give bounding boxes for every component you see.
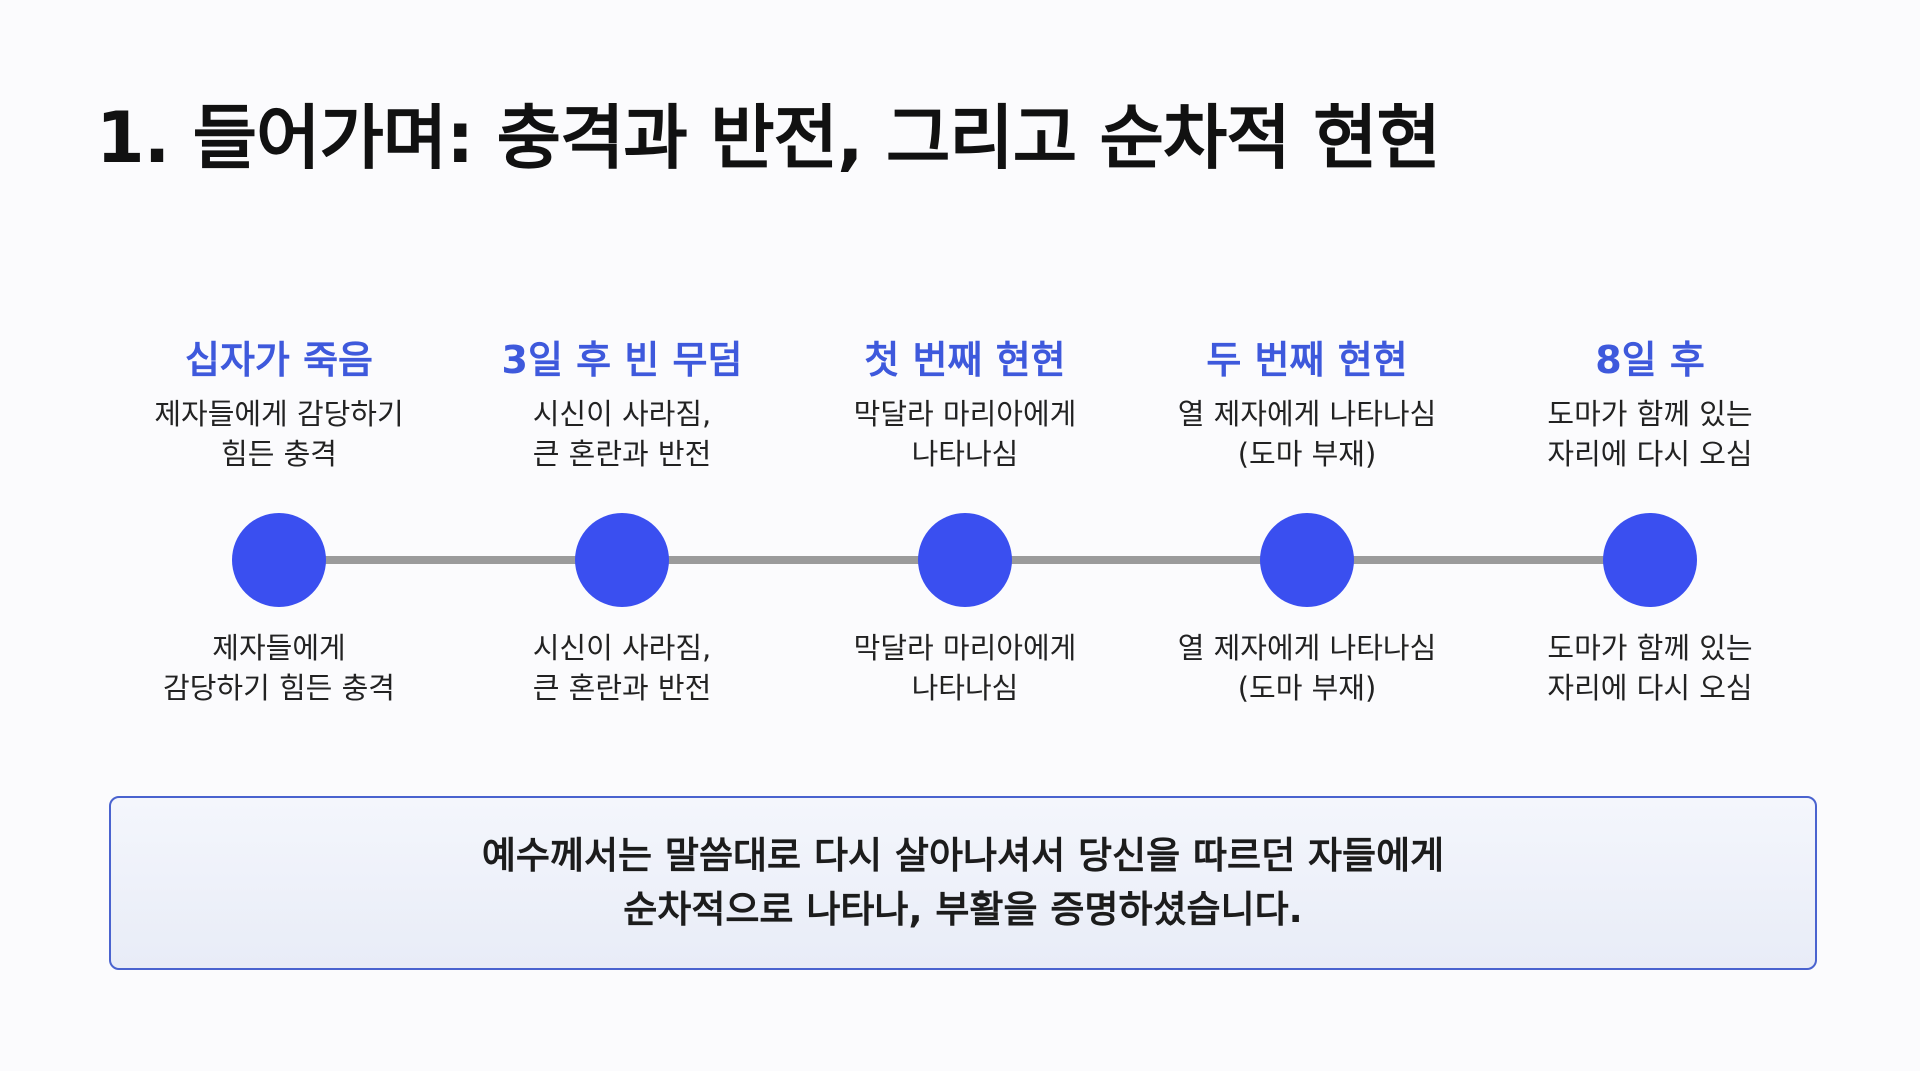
milestone-5: 8일 후 도마가 함께 있는 자리에 다시 오심 xyxy=(1480,338,1820,474)
milestone-title: 두 번째 현현 xyxy=(1206,338,1408,382)
milestone-title: 8일 후 xyxy=(1595,338,1705,382)
milestone-bottom-desc-line: 시신이 사라짐, xyxy=(532,631,712,665)
summary-line: 예수께서는 말씀대로 다시 살아나셔서 당신을 따르던 자들에게 xyxy=(481,834,1445,877)
milestone-title: 3일 후 빈 무덤 xyxy=(501,338,743,382)
milestone-top-desc-line: 자리에 다시 오심 xyxy=(1547,436,1753,471)
milestone-top-desc-line: 열 제자에게 나타나심 xyxy=(1177,396,1437,431)
milestone-top-desc-line: 시신이 사라짐, xyxy=(532,396,712,431)
milestone-top-desc-line: 힘든 충격 xyxy=(221,436,337,471)
milestone-bottom-desc-line: 감당하기 힘든 충격 xyxy=(163,671,395,705)
summary-box: 예수께서는 말씀대로 다시 살아나셔서 당신을 따르던 자들에게 순차적으로 나… xyxy=(109,796,1817,970)
milestone-top-desc-line: (도마 부재) xyxy=(1237,436,1377,471)
milestone-bottom-desc-1: 제자들에게 감당하기 힘든 충격 xyxy=(109,628,449,708)
milestone-bottom-desc-4: 열 제자에게 나타나심 (도마 부재) xyxy=(1137,628,1477,708)
milestone-top-desc-line: 제자들에게 감당하기 xyxy=(154,396,404,431)
milestone-dot-5 xyxy=(1603,513,1697,607)
milestone-title: 십자가 죽음 xyxy=(184,338,374,382)
milestone-bottom-desc-line: 자리에 다시 오심 xyxy=(1547,671,1753,705)
milestone-bottom-desc-5: 도마가 함께 있는 자리에 다시 오심 xyxy=(1480,628,1820,708)
milestone-top-desc-line: 나타나심 xyxy=(911,436,1019,471)
milestone-bottom-desc-line: 막달라 마리아에게 xyxy=(853,631,1077,665)
milestone-top-desc-line: 막달라 마리아에게 xyxy=(853,396,1077,431)
milestone-dot-4 xyxy=(1260,513,1354,607)
milestone-4: 두 번째 현현 열 제자에게 나타나심 (도마 부재) xyxy=(1137,338,1477,474)
milestone-bottom-desc-line: 큰 혼란과 반전 xyxy=(532,671,712,705)
milestone-dot-3 xyxy=(918,513,1012,607)
timeline: 십자가 죽음 제자들에게 감당하기 힘든 충격 제자들에게 감당하기 힘든 충격… xyxy=(109,338,1820,708)
milestone-dot-2 xyxy=(575,513,669,607)
milestone-2: 3일 후 빈 무덤 시신이 사라짐, 큰 혼란과 반전 xyxy=(452,338,792,474)
milestone-bottom-desc-line: 제자들에게 xyxy=(212,631,346,665)
milestone-1: 십자가 죽음 제자들에게 감당하기 힘든 충격 xyxy=(109,338,449,474)
slide-title: 1. 들어가며: 충격과 반전, 그리고 순차적 현현 xyxy=(96,97,1441,179)
milestone-top-desc-line: 큰 혼란과 반전 xyxy=(532,436,712,471)
milestone-top-desc-line: 도마가 함께 있는 xyxy=(1547,396,1753,431)
milestone-bottom-desc-line: 나타나심 xyxy=(911,671,1019,705)
milestone-bottom-desc-2: 시신이 사라짐, 큰 혼란과 반전 xyxy=(452,628,792,708)
milestone-dot-1 xyxy=(232,513,326,607)
milestone-3: 첫 번째 현현 막달라 마리아에게 나타나심 xyxy=(795,338,1135,474)
milestone-title: 첫 번째 현현 xyxy=(864,338,1066,382)
milestone-bottom-desc-line: (도마 부재) xyxy=(1237,671,1377,705)
summary-line: 순차적으로 나타나, 부활을 증명하셨습니다. xyxy=(623,888,1303,931)
milestone-bottom-desc-3: 막달라 마리아에게 나타나심 xyxy=(795,628,1135,708)
milestone-bottom-desc-line: 도마가 함께 있는 xyxy=(1547,631,1753,665)
milestone-bottom-desc-line: 열 제자에게 나타나심 xyxy=(1177,631,1437,665)
